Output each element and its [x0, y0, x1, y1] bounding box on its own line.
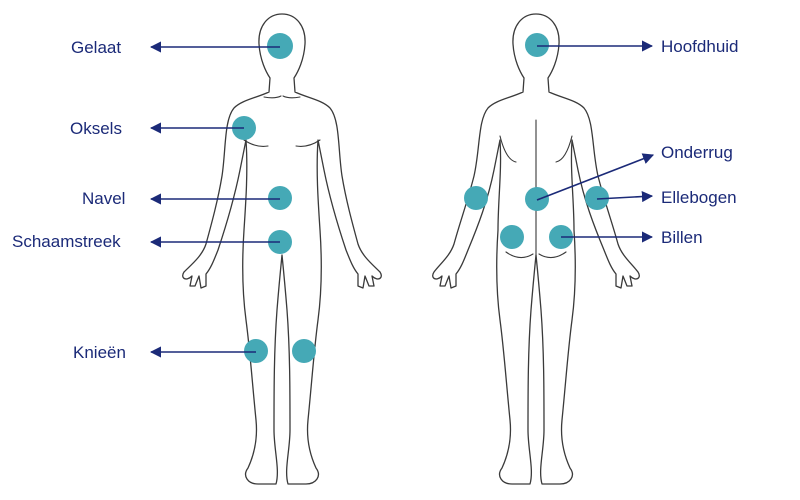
- spot-bil-left: [500, 225, 524, 249]
- back-labels: Hoofdhuid Onderrug Ellebogen Billen: [661, 37, 739, 247]
- spot-elleboog-right: [585, 186, 609, 210]
- back-shoulderblade-right: [555, 135, 573, 163]
- spot-hoofdhuid: [525, 33, 549, 57]
- spot-onderrug: [525, 187, 549, 211]
- back-shoulderblade-left: [499, 135, 517, 163]
- back-buttock-curve-right: [538, 251, 567, 259]
- label-schaamstreek: Schaamstreek: [12, 232, 121, 251]
- spot-navel: [268, 186, 292, 210]
- front-labels: Gelaat Oksels Navel Schaamstreek Knieën: [12, 38, 126, 362]
- label-onderrug: Onderrug: [661, 143, 733, 162]
- back-spots: [464, 33, 609, 249]
- back-arrows: [536, 40, 655, 243]
- back-figure: [432, 13, 640, 485]
- label-billen: Billen: [661, 228, 703, 247]
- arrow-ellebogen: [596, 190, 654, 203]
- front-chest-right: [295, 139, 321, 147]
- label-oksels: Oksels: [70, 119, 122, 138]
- label-knieen: Knieën: [73, 343, 126, 362]
- front-chest-left: [243, 139, 269, 147]
- label-hoofdhuid: Hoofdhuid: [661, 37, 739, 56]
- back-buttock-curve-left: [505, 251, 534, 259]
- front-arrows: [149, 41, 280, 358]
- front-spots: [232, 33, 316, 363]
- label-navel: Navel: [82, 189, 125, 208]
- label-gelaat: Gelaat: [71, 38, 121, 57]
- front-collarbone-right: [282, 95, 301, 99]
- spot-gelaat: [267, 33, 293, 59]
- spot-knie-left: [244, 339, 268, 363]
- label-ellebogen: Ellebogen: [661, 188, 737, 207]
- front-collarbone-left: [263, 95, 282, 99]
- spot-knie-right: [292, 339, 316, 363]
- spot-elleboog-left: [464, 186, 488, 210]
- arrow-onderrug: [536, 153, 655, 201]
